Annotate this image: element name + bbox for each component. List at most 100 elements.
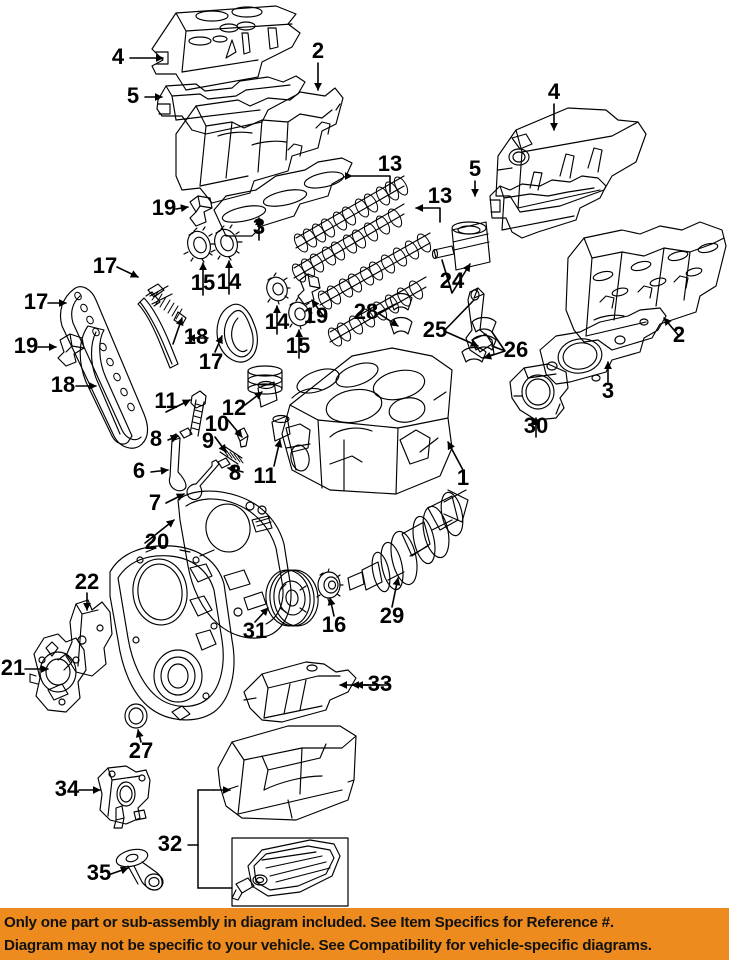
callout-camshaft-exhaust: 13 [428,183,452,208]
part-camshaft-sprocket-14b [266,272,291,305]
part-chain-tensioner-19c [297,273,321,305]
part-valve-spring-9 [219,445,244,465]
callout-valve-spring-retainer: 10 [205,411,229,436]
part-head-gasket-right [539,307,667,385]
part-cylinder-head-left [175,87,344,204]
callout-valve-spring-seat: 8 [229,460,241,485]
callout-piston-ring-set: 15 [191,270,215,295]
callout-rod-bearing: 26 [504,337,528,362]
callout-water-pump-gasket: 22 [75,569,99,594]
callout-intake-valve: 6 [133,458,145,483]
callout-chain-guide: 18 [51,372,75,397]
part-valve-cover-right [495,107,647,213]
part-main-bearing-28 [389,292,413,335]
part-camshaft-sprocket-15a [183,226,216,263]
part-camshaft-sprocket-14a [210,224,243,261]
part-chain-tensioner-19b [57,333,85,367]
callout-valve-lifter: 11 [253,463,276,488]
part-crankshaft-sprocket-16 [316,568,344,603]
part-valve-lifter-11b [271,414,291,442]
callout-rear-crankshaft-seal-housing: 30 [524,413,548,438]
part-rear-seal-housing-30 [509,363,569,421]
part-chain-guide-18a [137,291,179,369]
disclaimer-line-2: Diagram may not be specific to your vehi… [4,937,652,954]
callout-head-gasket-left: 3 [253,214,265,239]
part-chain-tensioner-19a [189,195,213,227]
part-oil-pan-gasket-32 [247,839,341,897]
part-camshaft-exhaust [317,232,432,310]
callout-cylinder-head-left: 2 [312,38,324,63]
leader-lines [24,54,680,875]
part-valve-cover-left [151,5,301,91]
callout-piston-and-pin: 24 [440,268,465,293]
part-camshaft-intake-2 [291,203,405,283]
part-oil-pump-34 [97,765,151,829]
callout-piston-ring-set: 15 [286,333,310,358]
part-intake-valve-6 [168,433,187,492]
callout-valve-cover-right: 4 [548,79,561,104]
part-camshaft-sprocket-15b [288,297,313,330]
callout-crankshaft-sprocket: 16 [322,612,346,637]
callout-valve-spring: 9 [202,428,214,453]
callout-valve-spring-seat: 8 [150,426,162,451]
callout-cylinder-head-right: 2 [673,322,685,347]
callout-timing-cover: 20 [145,529,169,554]
callout-crankshaft-pulley: 31 [243,618,267,643]
part-front-seal-27 [124,703,148,729]
part-cylinder-head-right [565,221,727,351]
callout-numbers: 1223344556788910111112131314141515161717… [1,38,685,885]
part-camshaft-intake [293,175,409,253]
callout-oil-pan-baffle: 33 [368,671,392,696]
part-valve-spring-seat-8a [179,427,193,439]
part-oil-pan-upper-32 [217,725,357,821]
callout-head-gasket-right: 3 [602,378,614,403]
callout-timing-chain: 17 [24,289,48,314]
disclaimer-line-1: Only one part or sub-assembly in diagram… [4,914,614,931]
part-timing-cover-20 [109,545,235,721]
callout-valve-lifter-shim: 12 [222,395,246,420]
callout-camshaft-sprocket: 14 [217,269,242,294]
part-valve-spring-seat-8b [217,457,231,469]
part-water-pump-gasket-22 [65,599,113,677]
callout-connecting-rod: 25 [423,317,447,342]
callout-camshaft-intake: 13 [378,151,402,176]
part-drain-plug-32 [231,874,268,901]
part-chain-tensioner-spring-18 [147,283,187,326]
callout-timing-chain: 17 [93,253,117,278]
callout-cylinder-block: 1 [457,465,469,490]
part-oil-pickup-tube-35 [115,848,164,891]
part-timing-chain-17c [216,303,258,363]
callout-oil-pump: 34 [55,776,80,801]
part-chain-guide-18b [79,325,133,445]
disclaimer-banner: Only one part or sub-assembly in diagram… [0,908,729,960]
part-piston-pin-24 [431,245,455,260]
callout-oil-pickup-tube: 35 [87,860,111,885]
part-valve-cover-gasket-right [489,175,607,239]
part-crankshaft-29 [347,489,469,593]
part-lower-pan-box-32 [231,837,349,907]
leader-bracket-32 [187,789,233,889]
engine-exploded-diagram: 1223344556788910111112131314141515161717… [1,5,727,907]
callout-chain-guide: 18 [184,324,208,349]
part-piston-ring-set-15 [247,365,283,395]
callout-valve-cover-gasket-left: 5 [127,83,139,108]
callout-valve-cover-gasket-right: 5 [469,156,481,181]
callout-chain-tensioner: 19 [14,333,38,358]
part-valve-cover-gasket-left [156,75,306,135]
part-piston-24 [451,221,491,271]
part-oil-pan-baffle-33 [243,661,357,723]
part-timing-chain-left [59,286,149,449]
part-crankshaft-pulley-31 [265,569,319,627]
part-cylinder-block [281,347,453,495]
callout-timing-chain: 17 [199,349,223,374]
callout-crankshaft: 29 [380,603,404,628]
part-valve-spring-inner [189,399,205,437]
callout-valve-cover-left: 4 [112,44,125,69]
part-water-pump-21 [29,633,87,713]
callout-oil-pan: 32 [158,831,182,856]
callout-main-bearing: 28 [354,299,378,324]
part-valve-lifter-11a [190,390,207,409]
callout-chain-tensioner: 19 [304,303,328,328]
callout-camshaft-sprocket: 14 [265,309,290,334]
